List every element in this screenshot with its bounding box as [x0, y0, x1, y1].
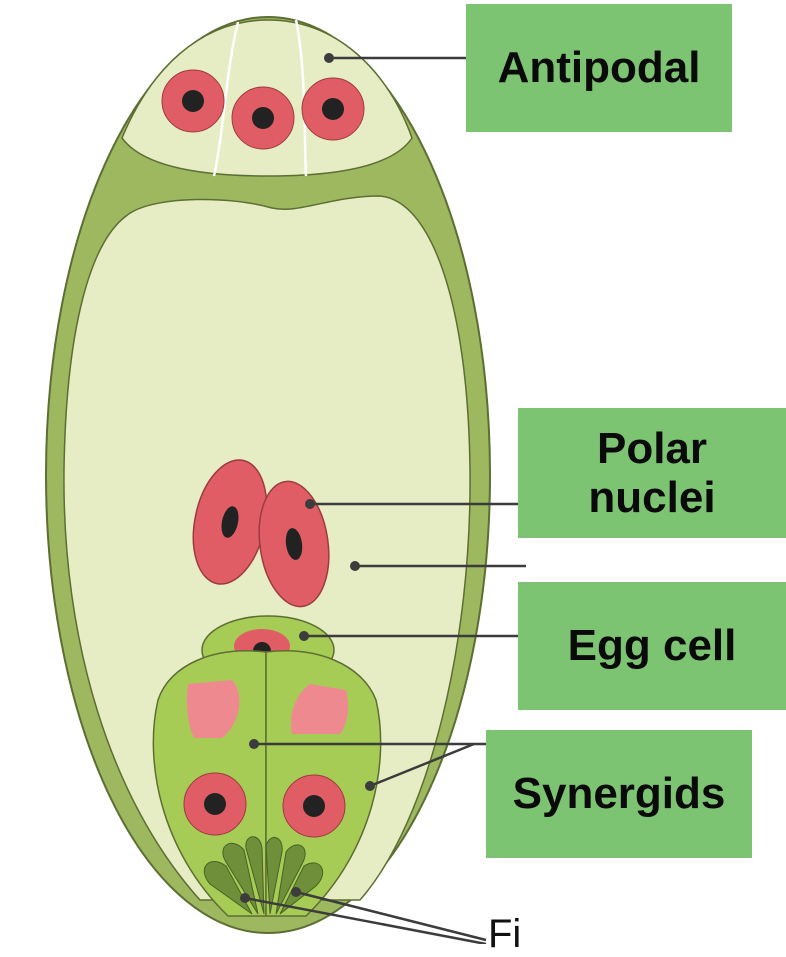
polar-nucleus-2	[258, 480, 330, 608]
synergid-right-nucleus	[282, 774, 346, 838]
label-filiform-partial: Fi	[488, 912, 522, 956]
leader-filiform-left	[244, 896, 487, 944]
filiform-apparatus	[203, 836, 324, 915]
leader-dots	[240, 53, 375, 903]
antipodal-nucleus-2	[231, 86, 295, 150]
label-egg-cell-text: Egg cell	[567, 621, 737, 671]
label-synergids-text: Synergids	[512, 769, 726, 819]
label-polar-nuclei: Polar nuclei	[518, 408, 786, 538]
label-antipodal-text: Antipodal	[497, 43, 701, 93]
synergid-left-vacuole	[186, 680, 240, 738]
synergid-right-vacuole	[290, 684, 348, 734]
label-synergids: Synergids	[486, 730, 752, 858]
antipodal-nucleus-1	[161, 69, 225, 133]
antipodal-cell-boundary-1	[212, 21, 240, 177]
leader-synergid-right	[369, 742, 475, 788]
leader-lines	[244, 56, 526, 944]
label-egg-cell: Egg cell	[518, 582, 786, 710]
leader-filiform-right	[295, 890, 487, 942]
label-antipodal: Antipodal	[466, 4, 732, 132]
label-polar-line-2: nuclei	[588, 473, 716, 522]
label-polar-line-1: Polar	[596, 423, 708, 473]
antipodal-nucleus-3	[301, 77, 365, 141]
synergid-left-nucleus	[183, 772, 247, 836]
